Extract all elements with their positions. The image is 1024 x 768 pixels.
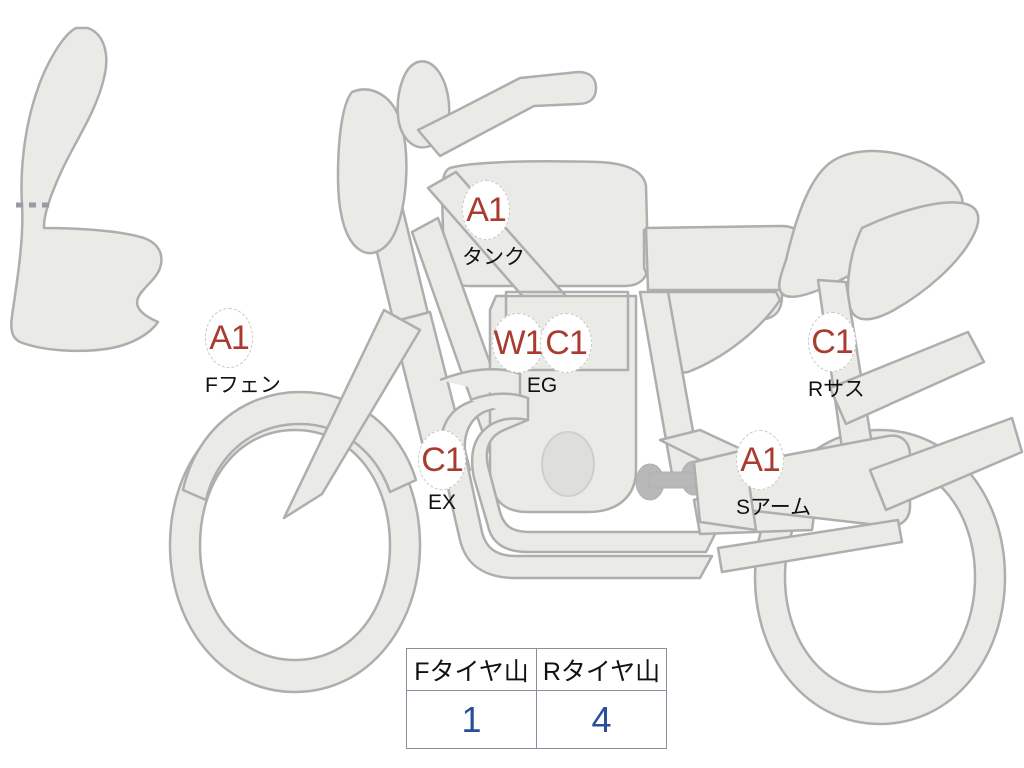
marker-f-fender[interactable]: A1 Fフェン (205, 308, 281, 399)
grade-badge: C1 (808, 312, 856, 372)
fork-slider (282, 308, 422, 520)
marker-label: タンク (462, 246, 525, 269)
marker-engine[interactable]: W1 C1 EG (492, 313, 592, 398)
column-header-rear-tire: Rタイヤ山 (536, 648, 667, 691)
grade-badge-water: W1 (492, 313, 544, 373)
marker-tank[interactable]: A1 タンク (462, 180, 525, 271)
marker-label: Sアーム (736, 496, 812, 519)
handlebar (416, 70, 598, 158)
grade-badge: A1 (462, 180, 510, 240)
marker-swing-arm[interactable]: A1 Sアーム (736, 430, 811, 521)
column-header-front-tire: Fタイヤ山 (406, 648, 537, 691)
value-front-tire: 1 (406, 690, 537, 749)
rear-upper-arm (828, 330, 986, 426)
engine-detail-circle (541, 431, 595, 497)
marker-label: Fフェン (205, 374, 281, 397)
exhaust-pipe-inner (469, 392, 718, 554)
headlight-cowl (336, 88, 408, 255)
table-value-row: 1 4 (406, 690, 667, 749)
marker-rear-suspension[interactable]: C1 Rサス (808, 312, 865, 403)
marker-label: EG (526, 374, 558, 397)
rear-lower-arm (868, 416, 1024, 512)
exhaust-pipe-outer (439, 367, 714, 580)
tire-tread-table: Fタイヤ山 Rタイヤ山 1 4 (406, 648, 667, 749)
marker-label: EX (427, 491, 456, 514)
marker-exhaust[interactable]: C1 EX (418, 430, 466, 515)
rear-fender (656, 290, 782, 378)
grade-badge: A1 (736, 430, 784, 490)
windscreen-shape (10, 26, 163, 353)
grade-badge: A1 (205, 308, 253, 368)
table-header-row: Fタイヤ山 Rタイヤ山 (406, 648, 667, 691)
marker-label: Rサス (808, 378, 865, 401)
grade-badge-condition: C1 (540, 313, 592, 373)
grade-badge: C1 (418, 430, 466, 490)
value-rear-tire: 4 (536, 690, 667, 749)
chain-guard (716, 518, 904, 574)
